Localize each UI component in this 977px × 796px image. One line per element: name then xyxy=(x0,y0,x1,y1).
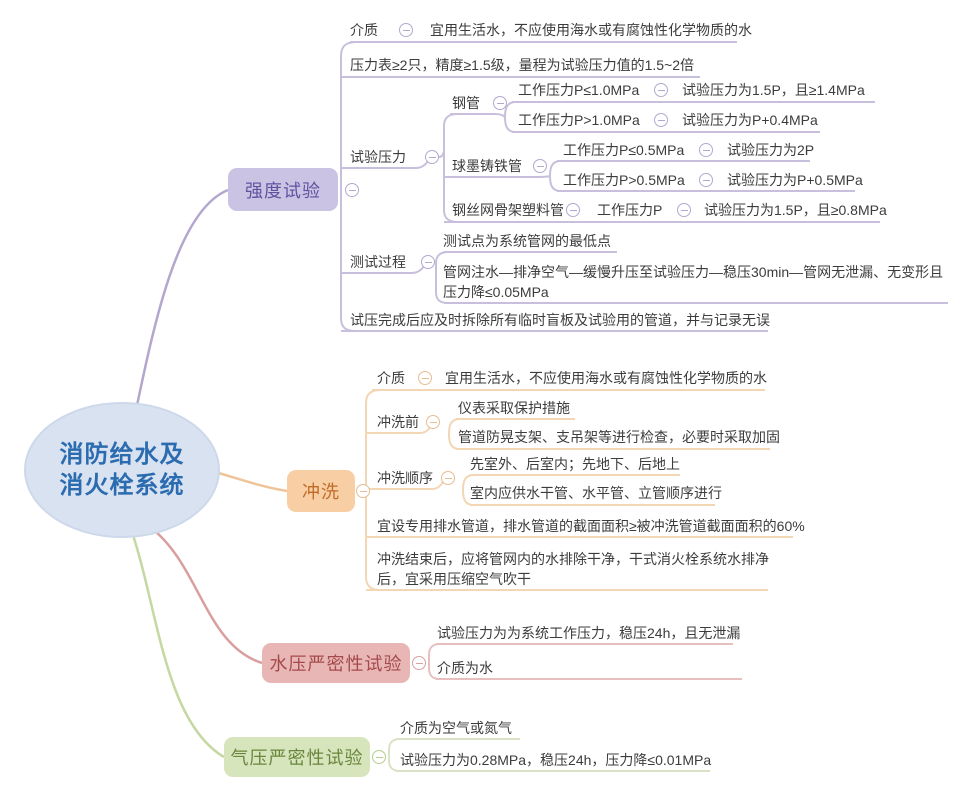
strength-after-note: 试压完成后应及时拆除所有临时盲板及试验用的管道，并与记录无误 xyxy=(350,312,770,328)
flush-before-label: 冲洗前 xyxy=(377,414,419,430)
collapse-icon[interactable] xyxy=(418,371,432,385)
curve-root-strength xyxy=(134,188,229,411)
collapse-icon[interactable] xyxy=(654,113,668,127)
ductile-row2-condition: 工作压力P>0.5MPa xyxy=(563,172,685,188)
branch-air-tightness[interactable]: 气压严密性试验 xyxy=(224,737,370,777)
collapse-icon[interactable] xyxy=(421,255,435,269)
root-title-line2: 消火栓系统 xyxy=(59,472,185,499)
branch-strength-label: 强度试验 xyxy=(245,180,321,201)
mesh-pipe-condition: 工作压力P xyxy=(597,202,663,218)
branch-water-tightness-label: 水压严密性试验 xyxy=(269,654,403,674)
collapse-icon[interactable] xyxy=(493,96,507,110)
strength-medium-value: 宜用生活水，不应使用海水或有腐蚀性化学物质的水 xyxy=(430,22,752,38)
branch-strength-test[interactable]: 强度试验 xyxy=(228,168,338,211)
flush-order-label: 冲洗顺序 xyxy=(377,470,433,486)
collapse-icon[interactable] xyxy=(699,143,713,157)
water-row2: 介质为水 xyxy=(437,660,493,676)
flush-before-row1: 仪表采取保护措施 xyxy=(458,400,570,416)
flush-drain-note: 宜设专用排水管道，排水管道的截面面积≥被冲洗管道截面面积的60% xyxy=(377,518,805,534)
steel-row2-condition: 工作压力P>1.0MPa xyxy=(518,112,640,128)
mesh-pipe-result: 试验压力为1.5P，且≥0.8MPa xyxy=(704,202,887,218)
steel-pipe-label: 钢管 xyxy=(452,95,480,111)
curve-root-flush xyxy=(214,470,288,493)
steel-row1-condition: 工作压力P≤1.0MPa xyxy=(518,82,640,98)
collapse-icon[interactable] xyxy=(399,23,413,37)
flush-medium-value: 宜用生活水，不应使用海水或有腐蚀性化学物质的水 xyxy=(445,370,767,386)
collapse-icon[interactable] xyxy=(441,471,455,485)
water-row1: 试验压力为为系统工作压力，稳压24h，且无泄漏 xyxy=(437,625,741,641)
collapse-icon[interactable] xyxy=(699,173,713,187)
collapse-icon[interactable] xyxy=(426,415,440,429)
strength-gauge-note: 压力表≥2只，精度≥1.5级，量程为试验压力值的1.5~2倍 xyxy=(350,57,695,73)
process-label: 测试过程 xyxy=(350,254,406,270)
ductile-row1-condition: 工作压力P≤0.5MPa xyxy=(563,142,685,158)
mesh-pipe-label: 钢丝网骨架塑料管 xyxy=(452,202,564,218)
root-topic[interactable]: 消防给水及 消火栓系统 xyxy=(24,402,220,538)
collapse-icon[interactable] xyxy=(654,83,668,97)
collapse-icon[interactable] xyxy=(533,159,547,173)
collapse-icon[interactable] xyxy=(677,203,691,217)
flush-order-row1: 先室外、后室内；先地下、后地上 xyxy=(470,456,680,472)
collapse-icon[interactable] xyxy=(345,183,359,197)
root-title-line1: 消防给水及 xyxy=(59,441,185,468)
flush-medium-label: 介质 xyxy=(377,370,405,386)
flush-order-row2: 室内应供水干管、水平管、立管顺序进行 xyxy=(470,485,722,501)
collapse-icon[interactable] xyxy=(566,203,580,217)
branch-air-tightness-label: 气压严密性试验 xyxy=(230,748,364,768)
collapse-icon[interactable] xyxy=(425,150,439,164)
ductile-row1-result: 试验压力为2P xyxy=(727,142,815,158)
ductile-row2-result: 试验压力为P+0.5MPa xyxy=(727,172,863,188)
collapse-icon[interactable] xyxy=(356,484,370,498)
air-row2: 试验压力为0.28MPa，稳压24h，压力降≤0.01MPa xyxy=(400,752,712,768)
branch-water-tightness[interactable]: 水压严密性试验 xyxy=(262,643,410,683)
flush-before-row2: 管道防晃支架、支吊架等进行检查，必要时采取加固 xyxy=(458,429,780,445)
process-row2: 管网注水—排净空气—缓慢升压至试验压力—稳压30min—管网无泄漏、无变形且压力… xyxy=(443,264,944,300)
curve-root-water xyxy=(149,526,263,665)
ductile-iron-label: 球墨铸铁管 xyxy=(452,158,522,174)
test-pressure-label: 试验压力 xyxy=(350,149,406,165)
process-row1: 测试点为系统管网的最低点 xyxy=(443,233,611,249)
curve-root-air xyxy=(130,531,225,759)
steel-row1-result: 试验压力为1.5P，且≥1.4MPa xyxy=(682,82,865,98)
collapse-icon[interactable] xyxy=(372,750,386,764)
collapse-icon[interactable] xyxy=(412,656,426,670)
branch-flush-label: 冲洗 xyxy=(302,482,340,502)
steel-row2-result: 试验压力为P+0.4MPa xyxy=(682,112,818,128)
flush-after-note: 冲洗结束后，应将管网内的水排除干净，干式消火栓系统水排净后，宜采用压缩空气吹干 xyxy=(377,551,769,587)
strength-medium-label: 介质 xyxy=(350,22,378,38)
air-row1: 介质为空气或氮气 xyxy=(400,720,512,736)
branch-flush[interactable]: 冲洗 xyxy=(287,470,355,512)
